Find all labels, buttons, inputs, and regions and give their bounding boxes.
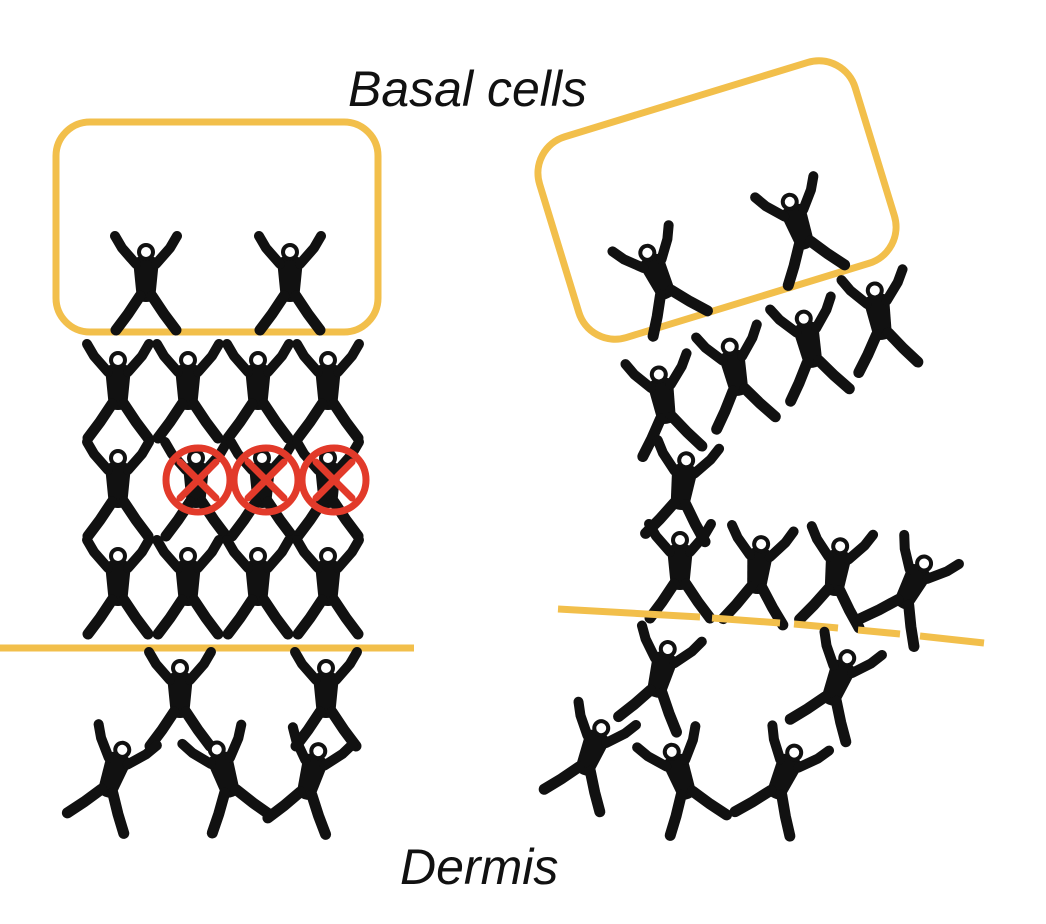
cell-figure-icon — [789, 632, 882, 742]
cell-figure-icon — [618, 626, 702, 733]
cell-figure-icon — [149, 652, 211, 746]
right-dermis-cells — [543, 626, 882, 837]
cross-in-circle-icon — [298, 444, 370, 516]
right-top-cells — [612, 176, 845, 336]
cell-figure-icon — [295, 652, 357, 746]
cell-figure-icon — [734, 725, 829, 836]
cross-in-circle-icon — [230, 444, 302, 516]
cell-figure-icon — [259, 236, 321, 330]
cell-figure-icon — [722, 525, 793, 625]
left-cell-row-1 — [87, 344, 359, 438]
cell-figure-icon — [115, 236, 177, 330]
cell-figure-icon — [157, 344, 219, 438]
cross-in-circle-icon — [162, 444, 234, 516]
cell-figure-icon — [267, 727, 353, 834]
dermis-label: Dermis — [400, 839, 558, 895]
right-panel — [534, 57, 985, 837]
cell-figure-icon — [755, 176, 845, 286]
cell-figure-icon — [66, 724, 156, 834]
left-top-cells — [115, 236, 321, 330]
cell-figure-icon — [297, 540, 359, 634]
basal-cells-highlight-box-tilted — [534, 57, 900, 343]
cell-figure-icon — [841, 269, 918, 372]
cell-figure-icon — [696, 325, 776, 430]
blocked-cell-marks — [162, 444, 370, 516]
broken-basement-membrane — [557, 605, 985, 647]
cell-figure-icon — [637, 726, 727, 836]
cell-figure-icon — [297, 344, 359, 438]
basal-cells-highlight-box — [52, 118, 382, 336]
cell-figure-icon — [770, 297, 850, 402]
left-dermis-cells — [66, 652, 357, 835]
cell-figure-icon — [182, 725, 270, 834]
cell-figure-icon — [227, 344, 289, 438]
cell-figure-icon — [649, 524, 711, 618]
left-cell-row-3 — [87, 540, 359, 634]
cell-figure-icon — [87, 442, 149, 536]
cell-figure-icon — [87, 540, 149, 634]
cell-figure-icon — [87, 344, 149, 438]
basal-cells-label: Basal cells — [348, 61, 587, 117]
left-panel — [0, 118, 414, 835]
cell-figure-icon — [625, 353, 702, 456]
cell-figure-icon — [227, 540, 289, 634]
cell-figure-icon — [157, 540, 219, 634]
right-cell-row-3 — [649, 524, 959, 647]
